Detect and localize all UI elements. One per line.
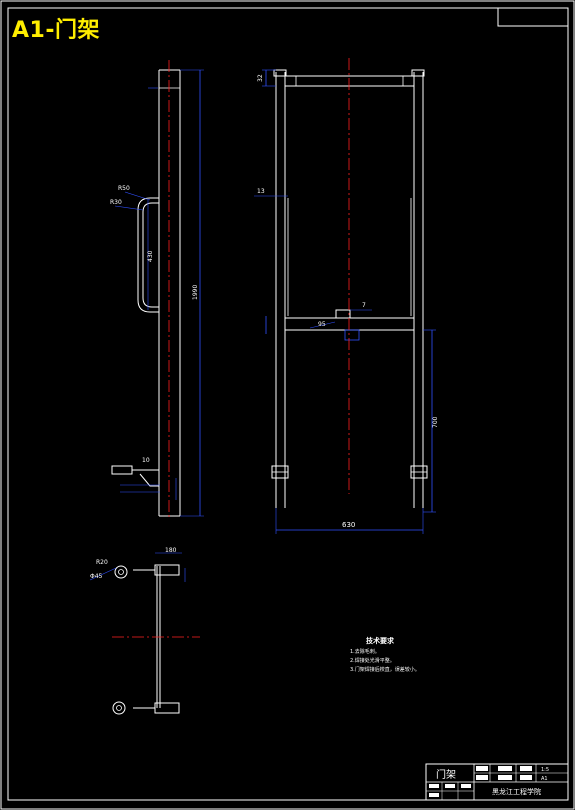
dim-700: 700 <box>432 416 439 428</box>
dim-phi45: Φ45 <box>90 573 103 580</box>
dim-7: 7 <box>362 302 366 309</box>
dim-430: 430 <box>147 250 154 262</box>
top-view <box>89 552 200 715</box>
title-block <box>425 763 569 801</box>
dim-r30: R30 <box>110 199 122 206</box>
dim-1990: 1990 <box>192 285 199 300</box>
title-block-part-name: 门架 <box>436 768 456 781</box>
title-block-scale: 1:5 <box>541 767 549 773</box>
dim-95: 95 <box>318 321 326 328</box>
front-view <box>254 58 436 534</box>
tech-req-line-2: 2.焊接处光滑平整。 <box>350 657 395 664</box>
drawing-number-box <box>497 7 569 27</box>
dim-r20: R20 <box>96 559 108 566</box>
tech-req-line-1: 1.去除毛刺。 <box>350 648 380 655</box>
inner-border <box>7 7 569 801</box>
title-block-sheet: A1 <box>541 776 548 782</box>
dim-10: 10 <box>142 457 150 464</box>
dim-630: 630 <box>342 521 355 529</box>
dim-32: 32 <box>257 74 264 82</box>
title-block-school: 黑龙江工程学院 <box>492 787 541 796</box>
tech-req-line-3: 3.门架焊接后校直，误差较小。 <box>350 666 420 673</box>
dim-13: 13 <box>257 188 265 195</box>
side-view <box>111 60 204 520</box>
tech-req-title: 技术要求 <box>366 636 395 645</box>
dim-r50: R50 <box>118 185 130 192</box>
dim-180: 180 <box>165 547 177 554</box>
sheet-title: A1-门架 <box>12 18 100 43</box>
